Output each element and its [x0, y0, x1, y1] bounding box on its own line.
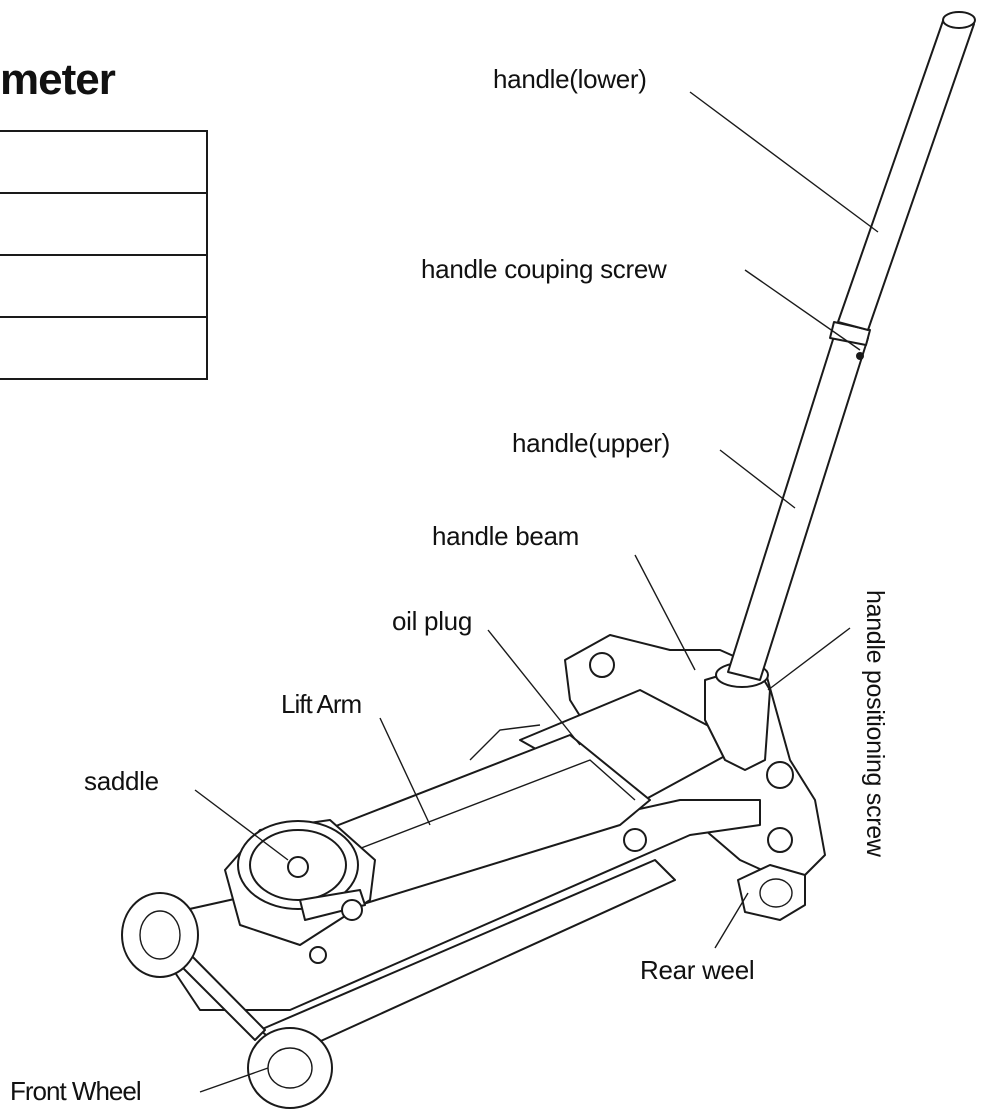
- lift-arm-edge: [329, 759, 636, 861]
- leader-positioning-screw: [767, 627, 851, 691]
- leader-handle-beam: [634, 554, 696, 671]
- leader-saddle: [194, 789, 289, 861]
- front-wheel-left-hub: [139, 910, 181, 960]
- coupling-screw: [856, 352, 864, 360]
- label-saddle: saddle: [84, 766, 159, 796]
- label-handle-upper: handle(upper): [512, 428, 670, 458]
- leader-handle-lower: [689, 91, 879, 233]
- pivot-pin: [341, 899, 363, 921]
- pivot-pin: [623, 828, 647, 852]
- leader-oil-plug: [487, 629, 581, 746]
- table-cell: [0, 192, 208, 256]
- handle-upper-shaft: [727, 329, 869, 681]
- side-bolt: [766, 761, 794, 789]
- parameter-table: [0, 130, 208, 380]
- leader-front-wheel: [199, 1067, 269, 1093]
- front-wheel-right: [247, 1027, 333, 1109]
- leader-rear-wheel: [714, 892, 749, 949]
- label-handle-coupling-screw: handle couping screw: [421, 254, 667, 284]
- label-handle-beam: handle beam: [432, 521, 580, 551]
- table-row: [0, 254, 208, 318]
- side-frame: [139, 799, 761, 1011]
- label-front-wheel: Front Wheel: [10, 1076, 142, 1106]
- link-bar: [299, 889, 366, 921]
- label-oil-plug: oil plug: [392, 606, 472, 636]
- saddle-center: [287, 856, 309, 878]
- leader-lift-arm: [379, 717, 431, 826]
- table-row: [0, 130, 208, 194]
- label-handle-lower: handle(lower): [493, 64, 647, 94]
- label-handle-positioning-screw: handle positioning screw: [861, 590, 889, 857]
- pivot-pin: [309, 946, 327, 964]
- label-lift-arm: Lift Arm: [281, 689, 362, 719]
- lift-arm-rib: [469, 724, 541, 761]
- front-wheel-left: [121, 892, 199, 978]
- section-heading: meter: [0, 55, 116, 104]
- table-row: [0, 316, 208, 380]
- handle-lower-shaft: [837, 17, 975, 331]
- lower-bolt: [767, 827, 793, 853]
- leader-handle-coupling: [744, 269, 861, 351]
- rear-wheel: [737, 864, 806, 921]
- handle-end: [942, 11, 976, 29]
- table-cell: [0, 130, 208, 194]
- label-rear-wheel: Rear weel: [640, 955, 755, 985]
- table-row: [0, 192, 208, 256]
- table-cell: [0, 254, 208, 318]
- rear-bolt: [589, 652, 615, 678]
- rear-wheel-hub: [759, 878, 793, 908]
- leader-handle-upper: [719, 449, 796, 509]
- table-cell: [0, 316, 208, 380]
